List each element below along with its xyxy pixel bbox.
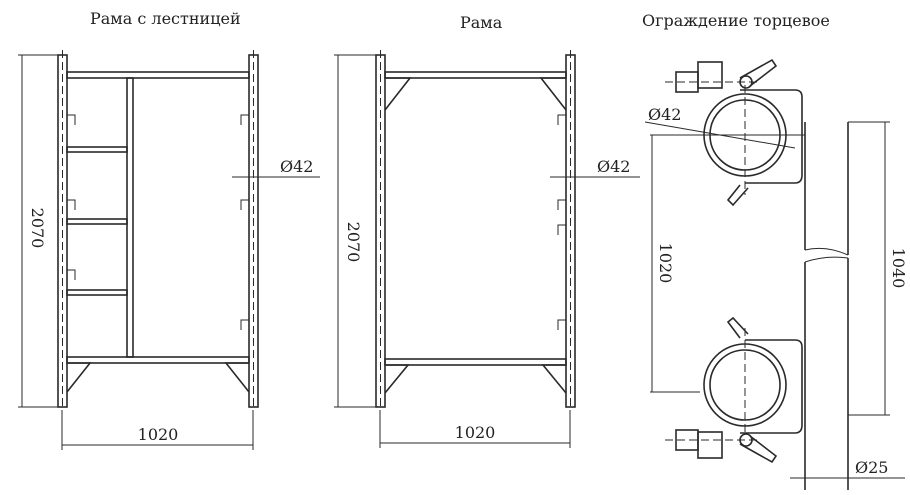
ladder-rung	[66, 146, 128, 153]
ladder-rung	[66, 218, 128, 225]
dim-width: 1020	[138, 425, 179, 444]
dim-pipe: Ø42	[597, 157, 630, 176]
bottom-rail	[66, 356, 250, 364]
dim-guard-pipe: Ø25	[855, 458, 888, 477]
title-guard: Ограждение торцевое	[642, 11, 830, 30]
dim-guard-height: 1040	[889, 248, 908, 289]
top-rail	[384, 71, 567, 79]
lower-clamp	[665, 316, 803, 464]
upper-clamp	[644, 58, 805, 207]
frame-with-ladder: 2070 1020 Ø42	[18, 50, 320, 450]
top-braces	[384, 77, 567, 111]
ladder-stile	[126, 77, 134, 358]
guard-pipe	[804, 122, 849, 490]
dim-height: 2070	[344, 222, 363, 263]
bottom-rail	[384, 358, 567, 366]
title-frame-ladder: Рама с лестницей	[90, 9, 241, 28]
ladder-rung	[66, 289, 128, 296]
dim-clamp-pipe: Ø42	[648, 105, 681, 124]
end-guard: Ø42 1020 1040 Ø25	[644, 58, 908, 490]
bottom-braces	[66, 362, 250, 393]
dim-width: 1020	[455, 423, 496, 442]
dim-pipe: Ø42	[280, 157, 313, 176]
dim-clamp-spacing: 1020	[656, 243, 675, 284]
bottom-braces	[384, 364, 567, 394]
title-frame: Рама	[460, 13, 503, 32]
dim-height: 2070	[28, 208, 47, 249]
frame: 2070 1020 Ø42	[334, 50, 640, 448]
top-rail	[66, 71, 250, 79]
